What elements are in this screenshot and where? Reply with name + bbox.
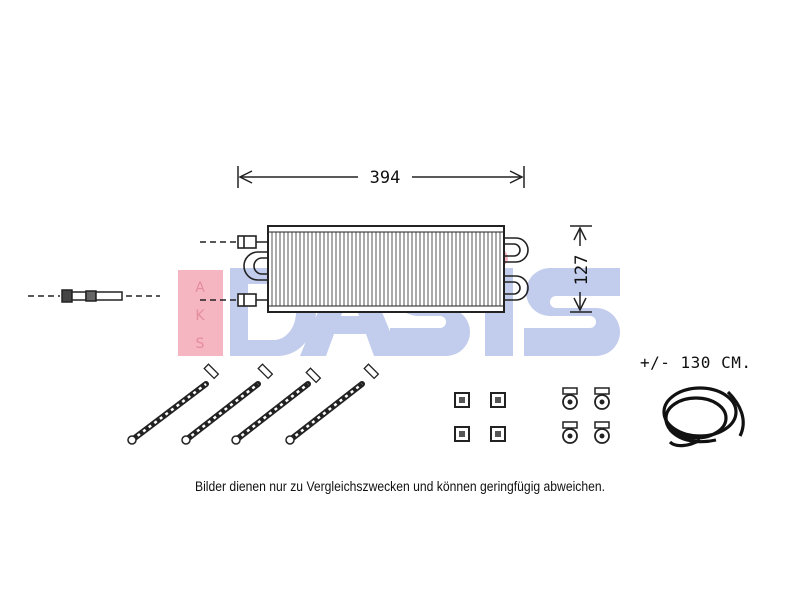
svg-text:A: A — [195, 280, 205, 296]
clip — [454, 426, 470, 442]
right-return-bends — [504, 237, 529, 301]
hose-clamps — [562, 387, 610, 444]
bracket-strap — [231, 367, 322, 445]
adapter-fitting — [28, 289, 160, 303]
cooler-core — [267, 225, 505, 313]
svg-text:S: S — [196, 336, 205, 352]
hose-clamp — [562, 387, 578, 410]
svg-text:K: K — [195, 308, 205, 324]
hose-clamp — [594, 421, 610, 444]
width-dimension — [237, 166, 525, 188]
height-dimension — [570, 225, 592, 313]
bracket-strap — [127, 363, 220, 445]
hose-length-label: +/- 130 CM. — [640, 353, 752, 372]
height-dimension-label: 127 — [572, 255, 592, 286]
clips — [454, 392, 506, 442]
mounting-brackets — [127, 363, 380, 445]
clip — [490, 426, 506, 442]
hose-clamp — [594, 387, 610, 410]
clip — [490, 392, 506, 408]
hose-clamp — [562, 421, 578, 444]
caption: Bilder dienen nur zu Vergleichszwecken u… — [194, 479, 606, 494]
bracket-strap — [285, 363, 380, 445]
width-dimension-label: 394 — [370, 168, 401, 188]
clip — [454, 392, 470, 408]
left-connections — [200, 235, 268, 307]
bracket-strap — [181, 363, 274, 445]
hose-coil — [662, 386, 745, 448]
